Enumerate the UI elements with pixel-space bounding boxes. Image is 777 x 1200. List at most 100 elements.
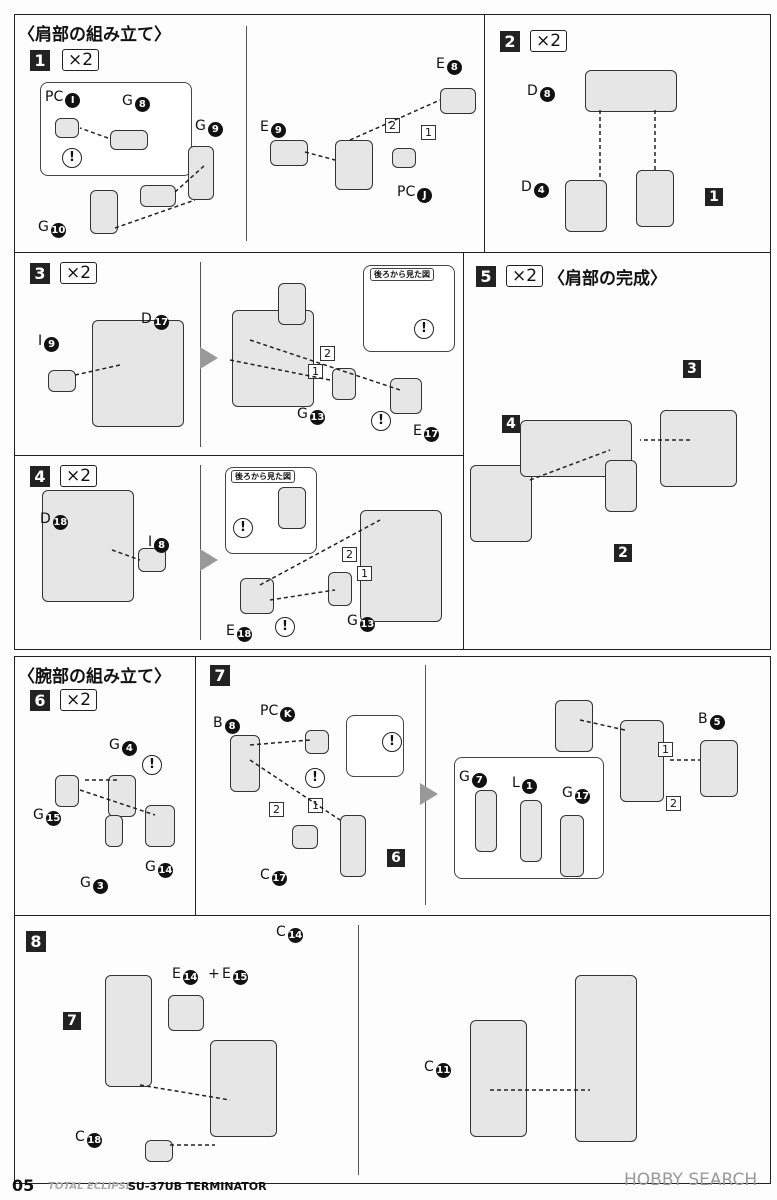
model-part-drawing	[278, 487, 306, 529]
part-runner-letter: G	[80, 875, 91, 891]
part-number-badge: 14	[182, 970, 198, 985]
part-number-badge: 8	[446, 60, 462, 75]
part-number-badge: 8	[154, 538, 170, 553]
part-runner-letter: PC	[397, 184, 416, 200]
part-runner-letter: E	[413, 423, 422, 439]
part-runner-letter: I	[148, 534, 153, 550]
quantity-badge: ×2	[60, 262, 98, 284]
model-name: SU-37UB TERMINATOR	[128, 1180, 267, 1193]
quantity-badge: ×2	[530, 30, 568, 52]
caution-icon: !	[233, 518, 253, 538]
caution-icon: !	[414, 319, 434, 339]
quantity-badge: ×2	[62, 49, 100, 71]
step-number: 4	[30, 466, 50, 487]
model-part-drawing	[360, 510, 442, 622]
part-number-badge: I	[65, 93, 81, 108]
part-number-badge: 17	[574, 789, 590, 804]
part-runner-letter: E	[172, 966, 181, 982]
part-number-badge: 14	[157, 863, 173, 878]
part-runner-letter: D	[141, 311, 152, 327]
caution-icon: !	[371, 411, 391, 431]
model-part-drawing	[575, 975, 637, 1142]
part-runner-letter: G	[145, 859, 156, 875]
assembly-order-mark: 2	[666, 796, 681, 811]
model-part-drawing	[292, 825, 318, 849]
assembly-order-mark: 2	[342, 547, 357, 562]
part-number-badge: 3	[92, 879, 108, 894]
part-runner-letter: PC	[260, 703, 279, 719]
caution-icon: !	[142, 755, 162, 775]
model-part-drawing	[620, 720, 664, 802]
quantity-badge: ×2	[60, 689, 98, 711]
part-number-badge: 4	[121, 741, 137, 756]
part-number-badge: 5	[709, 715, 725, 730]
model-part-drawing	[110, 130, 148, 150]
part-runner-letter: D	[527, 83, 538, 99]
section-title-arm-assembly: 〈腕部の組み立て〉	[18, 667, 171, 687]
caution-icon: !	[382, 732, 402, 752]
model-part-drawing	[470, 1020, 527, 1137]
rear-view-label: 後ろから見た図	[370, 268, 434, 281]
part-number-badge: 1	[521, 779, 537, 794]
step-number: 5	[476, 266, 496, 287]
part-runner-letter: G	[459, 769, 470, 785]
part-number-badge: 7	[471, 773, 487, 788]
model-part-drawing	[140, 185, 176, 207]
step-number: 8	[26, 931, 46, 952]
part-runner-letter: G	[38, 219, 49, 235]
part-runner-letter: D	[40, 511, 51, 527]
part-number-badge: 11	[435, 1063, 451, 1078]
panel-step-8	[14, 915, 771, 1184]
model-part-drawing	[700, 740, 738, 797]
part-runner-letter: E	[222, 966, 231, 982]
part-runner-letter: B	[213, 715, 223, 731]
step-reference-box: 7	[63, 1012, 81, 1030]
model-part-drawing	[168, 995, 204, 1031]
part-runner-letter: E	[226, 623, 235, 639]
part-number-badge: 17	[153, 315, 169, 330]
assembly-order-mark: 2	[269, 802, 284, 817]
step-reference-box: 3	[683, 360, 701, 378]
model-part-drawing	[230, 735, 260, 792]
part-number-badge: 9	[207, 122, 223, 137]
part-number-badge: 17	[271, 871, 287, 886]
assembly-order-mark: 1	[421, 125, 436, 140]
part-number-badge: 18	[86, 1133, 102, 1148]
part-runner-letter: G	[33, 807, 44, 823]
caution-icon: !	[275, 617, 295, 637]
model-part-drawing	[560, 815, 584, 877]
assembly-order-mark: 2	[320, 346, 335, 361]
part-runner-letter: G	[195, 118, 206, 134]
model-part-drawing	[145, 805, 175, 847]
part-number-badge: 9	[44, 337, 60, 352]
step-number: 7	[210, 665, 230, 686]
part-number-badge: 8	[134, 97, 150, 112]
model-part-drawing	[475, 790, 497, 852]
model-part-drawing	[278, 283, 306, 325]
model-part-drawing	[585, 70, 677, 112]
panel-step-2	[484, 14, 771, 253]
part-number-badge: 8	[224, 719, 240, 734]
model-part-drawing	[55, 118, 79, 138]
